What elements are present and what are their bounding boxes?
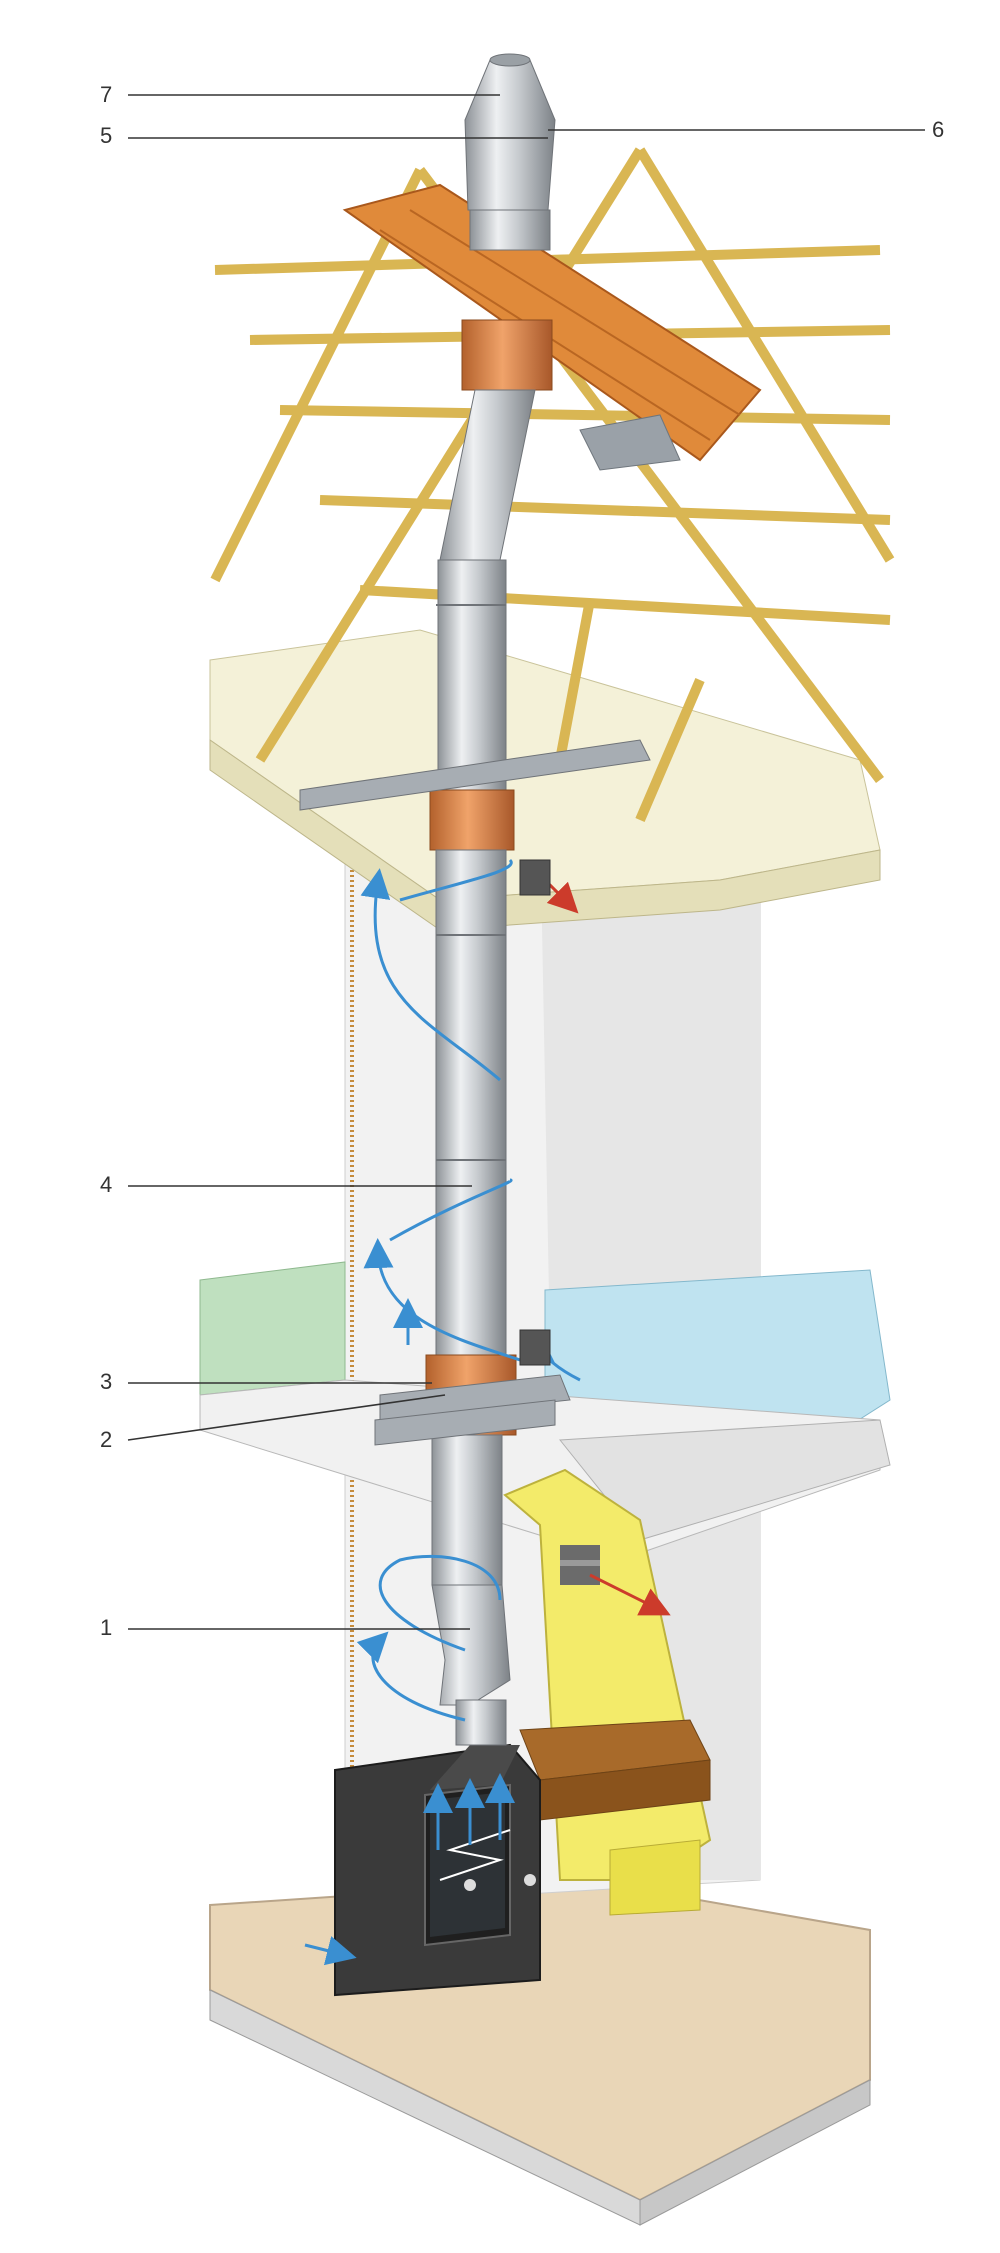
callout-2: 2 (100, 1427, 112, 1452)
callout-5: 5 (100, 123, 112, 148)
callout-labels: 7 5 6 4 3 2 1 (100, 82, 944, 1640)
callout-1: 1 (100, 1615, 112, 1640)
callout-4: 4 (100, 1172, 112, 1197)
support-brackets (299, 739, 651, 1446)
callout-7: 7 (100, 82, 112, 107)
fire-insert (334, 1743, 541, 1997)
callout-leaders (127, 94, 925, 1630)
callout-6: 6 (932, 117, 944, 142)
leader-2 (127, 1394, 446, 1441)
middle-floor (199, 1261, 891, 1561)
vents (519, 859, 551, 1366)
mantel-beam (519, 1719, 711, 1821)
airflow-arrows (304, 858, 671, 1966)
flue-pipe (425, 53, 556, 1746)
callout-3: 3 (100, 1369, 112, 1394)
